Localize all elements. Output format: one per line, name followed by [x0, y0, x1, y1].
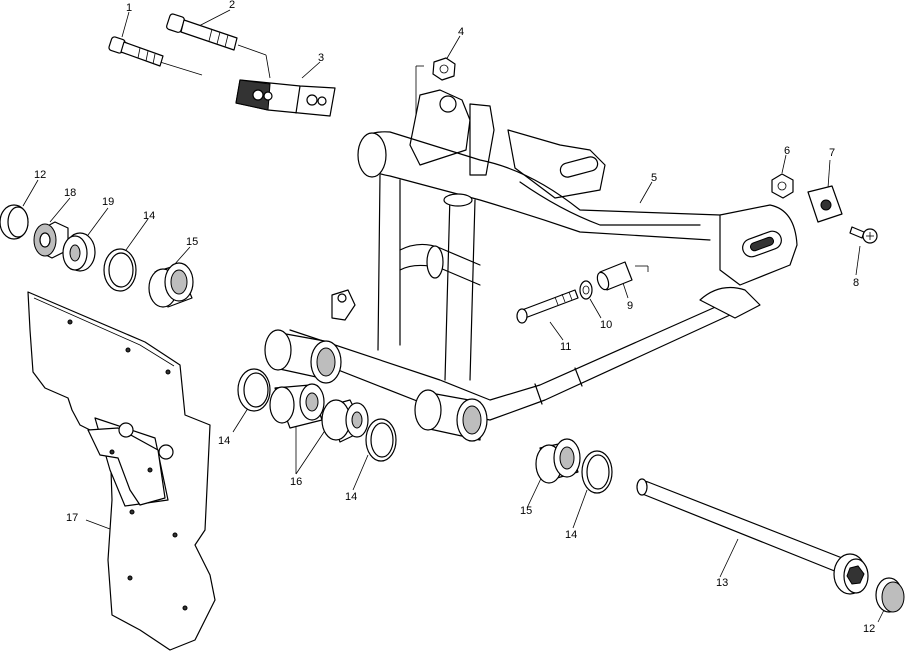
callout-labels: 1 2 3 4 5 6 7 8 9 10 11 12 12 13 14 14 1… [34, 0, 875, 635]
callout-4: 4 [458, 26, 464, 38]
callout-5: 5 [651, 172, 657, 184]
axle-shaft-part-13 [636, 478, 869, 595]
bolt-part-1 [108, 36, 164, 67]
bolt-part-2 [166, 13, 238, 51]
end-cap-part-12-right [875, 577, 905, 613]
bolt-part-11 [516, 289, 579, 324]
callout-17: 17 [66, 512, 78, 524]
callout-1: 1 [126, 2, 132, 14]
callout-15-lower: 15 [520, 505, 532, 517]
sleeve-part-15-upper [148, 262, 194, 308]
callout-12-left: 12 [34, 169, 46, 181]
end-cap-part-12-left [0, 204, 29, 240]
seal-ring-part-14-mid [365, 418, 397, 462]
sleeve-part-15-lower [535, 438, 581, 484]
nut-part-10 [579, 280, 593, 300]
seal-ring-part-14-lower [581, 450, 613, 494]
bracket-block-part-3 [235, 79, 336, 117]
seal-ring-part-14-mid-left [237, 368, 271, 412]
seal-ring-part-14-upper [103, 248, 137, 292]
callout-14-mid: 14 [345, 491, 357, 503]
callout-7: 7 [829, 147, 835, 159]
swing-arm-frame-part-5 [264, 89, 798, 442]
callout-13: 13 [716, 577, 728, 589]
bushing-part-16-left [269, 383, 325, 429]
callout-19: 19 [102, 196, 114, 208]
screw-part-8 [849, 226, 878, 244]
guard-plate-part-17 [27, 291, 216, 651]
callout-10: 10 [600, 319, 612, 331]
callout-14-lower: 14 [565, 529, 577, 541]
callout-16: 16 [290, 476, 302, 488]
nut-part-4 [432, 57, 456, 81]
callout-6: 6 [784, 145, 790, 157]
callout-11: 11 [560, 341, 571, 353]
callout-12-right: 12 [863, 623, 875, 635]
callout-18: 18 [64, 187, 76, 199]
clip-part-7 [807, 185, 843, 223]
callout-8: 8 [853, 277, 859, 289]
callout-15-upper: 15 [186, 236, 198, 248]
callout-2: 2 [229, 0, 235, 11]
nut-part-6 [771, 173, 794, 199]
callout-14-mid-left: 14 [218, 435, 230, 447]
bushing-part-16-right [321, 399, 369, 443]
callout-14-upper: 14 [143, 210, 155, 222]
callout-3: 3 [318, 52, 324, 64]
callout-9: 9 [627, 300, 633, 312]
spacer-part-9 [596, 261, 633, 291]
washer-part-19 [62, 232, 96, 272]
bushing-part-18 [33, 221, 69, 259]
